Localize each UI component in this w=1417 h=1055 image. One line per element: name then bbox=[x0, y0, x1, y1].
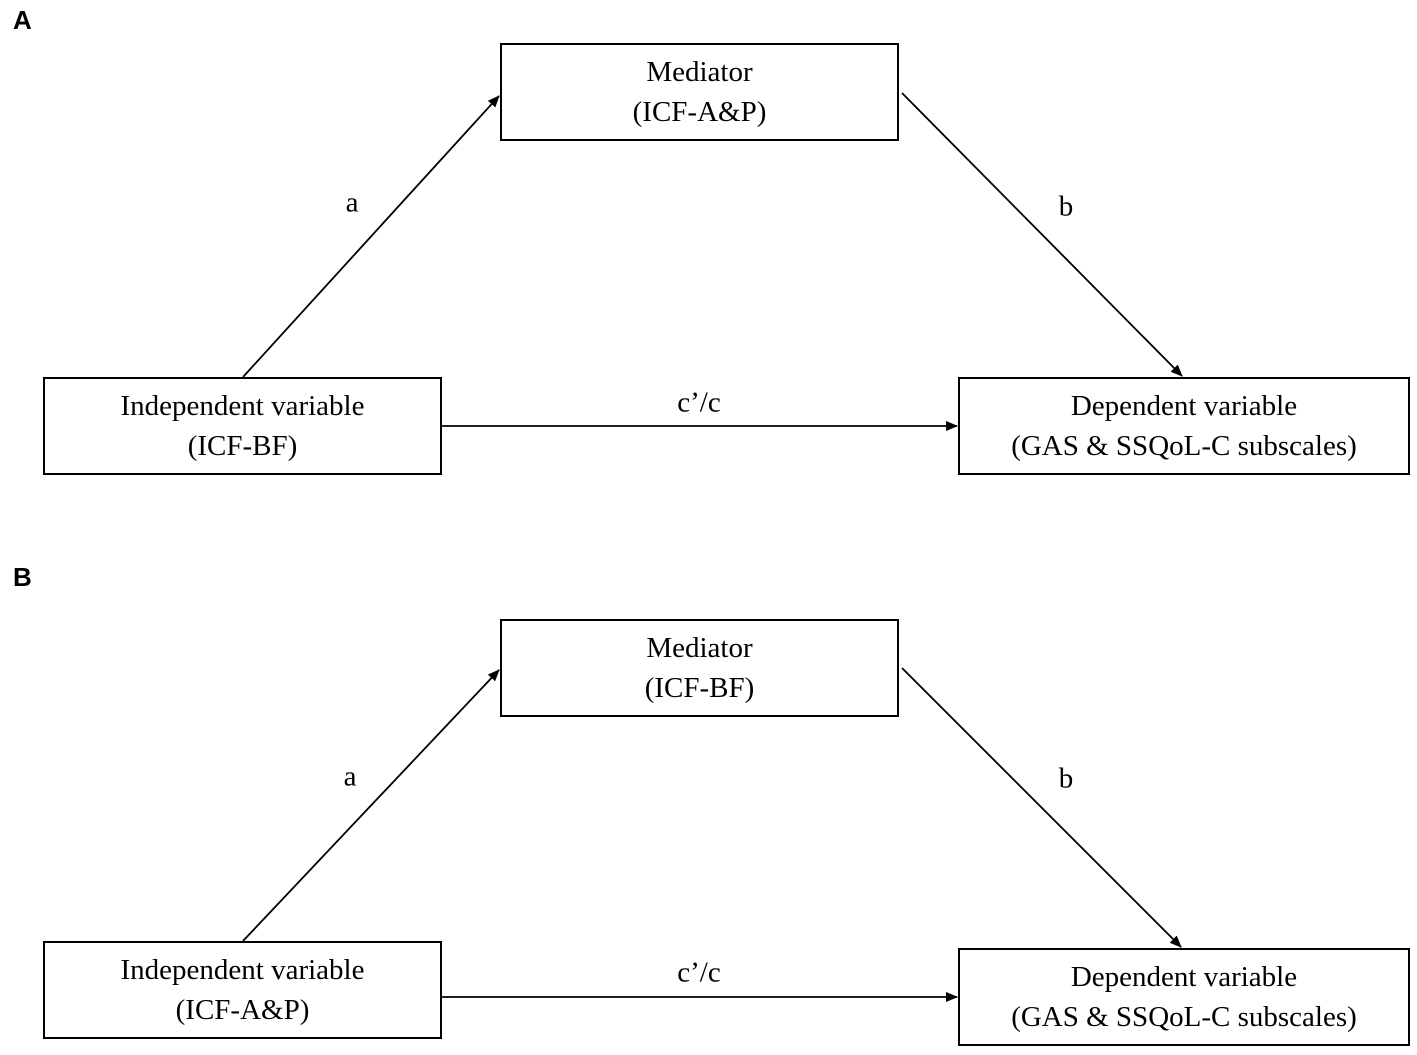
independent-sub: (ICF-BF) bbox=[187, 430, 298, 462]
independent-title: Independent variable bbox=[120, 954, 365, 986]
mediator-sub: (ICF-BF) bbox=[644, 672, 755, 704]
dependent-title: Dependent variable bbox=[1070, 390, 1298, 422]
path-a-arrow-A bbox=[242, 95, 500, 378]
dependent-box-a: Dependent variable (GAS & SSQoL-C subsca… bbox=[958, 377, 1410, 475]
independent-box-b: Independent variable (ICF-A&P) bbox=[43, 941, 442, 1039]
dependent-box-b: Dependent variable (GAS & SSQoL-C subsca… bbox=[958, 948, 1410, 1046]
mediator-box-a: Mediator (ICF-A&P) bbox=[500, 43, 899, 141]
mediator-box-b: Mediator (ICF-BF) bbox=[500, 619, 899, 717]
path-b-arrow-A bbox=[901, 92, 1183, 377]
independent-sub: (ICF-A&P) bbox=[175, 994, 310, 1026]
dependent-title: Dependent variable bbox=[1070, 961, 1298, 993]
mediator-title: Mediator bbox=[646, 632, 753, 664]
path-c-label: c’/c bbox=[677, 956, 721, 989]
independent-box-a: Independent variable (ICF-BF) bbox=[43, 377, 442, 475]
path-a-arrow-B bbox=[242, 669, 500, 942]
panel-label-a: A bbox=[13, 5, 32, 35]
dependent-sub: (GAS & SSQoL-C subscales) bbox=[1011, 430, 1357, 462]
dependent-sub: (GAS & SSQoL-C subscales) bbox=[1011, 1001, 1357, 1033]
path-c-label: c’/c bbox=[677, 386, 721, 419]
path-b-label: b bbox=[1058, 190, 1074, 223]
path-a-label: a bbox=[343, 760, 357, 793]
mediator-sub: (ICF-A&P) bbox=[632, 96, 767, 128]
path-b-arrow-B bbox=[901, 667, 1182, 948]
path-a-label: a bbox=[345, 186, 359, 219]
mediator-title: Mediator bbox=[646, 56, 753, 88]
independent-title: Independent variable bbox=[120, 390, 365, 422]
path-b-label: b bbox=[1058, 762, 1074, 795]
panel-label-b: B bbox=[13, 562, 32, 592]
